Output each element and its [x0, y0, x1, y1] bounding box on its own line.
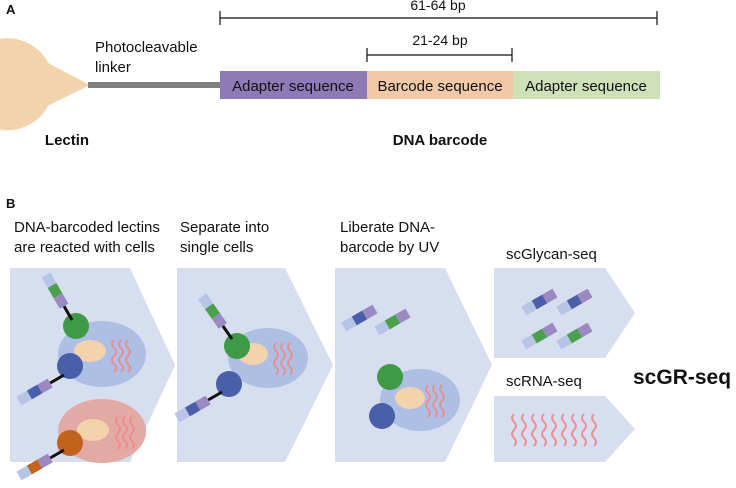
span-inner-label: 21-24 bp — [412, 32, 467, 48]
adapter-segment-right — [513, 71, 660, 99]
step1-line2: are reacted with cells — [14, 239, 155, 256]
step3-line2: barcode by UV — [340, 239, 439, 256]
panel-b-label: B — [6, 196, 15, 211]
rna-title: scRNA-seq — [506, 373, 582, 390]
linker-label-line2: linker — [95, 59, 131, 76]
barcode-segment-label: Barcode sequence — [377, 78, 502, 95]
span-outer-label: 61-64 bp — [410, 0, 465, 13]
step2-lectin-green — [224, 333, 250, 359]
adapter-segment-left-label: Adapter sequence — [232, 78, 354, 95]
lectin-shape — [0, 38, 90, 131]
span-inner-bracket — [366, 48, 513, 62]
step3-line1: Liberate DNA- — [340, 219, 435, 236]
step3-lectin-green — [377, 364, 403, 390]
adapter-segment-right-label: Adapter sequence — [525, 78, 647, 95]
step3-panel — [335, 268, 492, 462]
linker-label-line1: Photocleavable — [95, 39, 198, 56]
panel-a-label: A — [6, 2, 16, 17]
step1-lectin-green — [63, 313, 89, 339]
glycan-title: scGlycan-seq — [506, 246, 597, 263]
dna-barcode-label: DNA barcode — [393, 132, 487, 149]
step2-lectin-blue — [216, 371, 242, 397]
step1-lectin-blue — [57, 353, 83, 379]
span-outer-bracket — [219, 11, 658, 25]
barcode-segment — [367, 71, 513, 99]
step2-line2: single cells — [180, 239, 253, 256]
step1-line1: DNA-barcoded lectins — [14, 219, 160, 236]
lectin-label: Lectin — [45, 132, 89, 149]
result-label: scGR-seq — [633, 366, 731, 389]
step2-line1: Separate into — [180, 219, 269, 236]
step3-lectin-blue — [369, 403, 395, 429]
adapter-segment-left — [220, 71, 367, 99]
